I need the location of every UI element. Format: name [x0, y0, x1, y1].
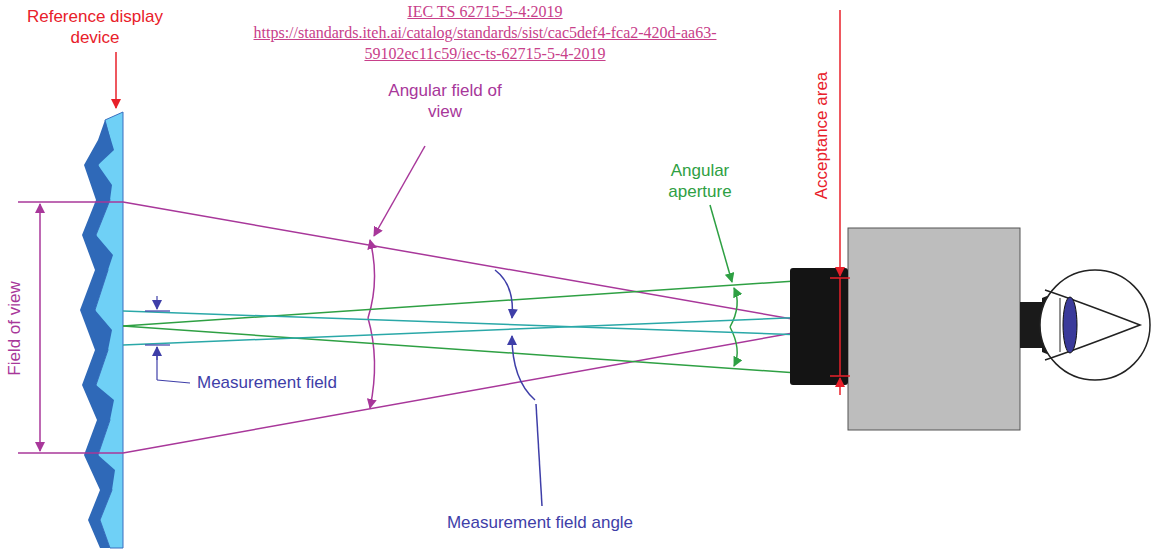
angular-field-arc	[368, 240, 375, 318]
acceptance-area-line	[839, 10, 841, 276]
area-label: Acceptance area	[812, 69, 833, 201]
watermark: 59102ec11c59/iec-ts-62715-5-4-2019	[362, 44, 607, 64]
part-label: Reference display device	[8, 6, 182, 48]
part-label: Measurement field	[195, 372, 349, 393]
dimension-label: Field of view	[4, 279, 25, 377]
angle-label: Angular aperture	[653, 160, 747, 202]
watermark: https://standards.iteh.ai/catalog/standa…	[252, 23, 719, 43]
angle-label: Measurement field angle	[445, 512, 635, 533]
angular-aperture-arc	[730, 288, 737, 327]
field-of-view-dimension	[39, 204, 41, 327]
watermark: IEC TS 62715-5-4:2019	[405, 2, 564, 22]
angle-label: Angular field of view	[378, 80, 512, 122]
measurement-field-dimension	[156, 296, 157, 309]
measurement-field-angle-arc	[495, 270, 512, 318]
eyepiece	[1020, 302, 1042, 348]
eye	[1040, 270, 1150, 380]
display-relief	[80, 120, 115, 548]
instrument-lens	[790, 268, 848, 385]
instrument-body	[848, 228, 1020, 430]
